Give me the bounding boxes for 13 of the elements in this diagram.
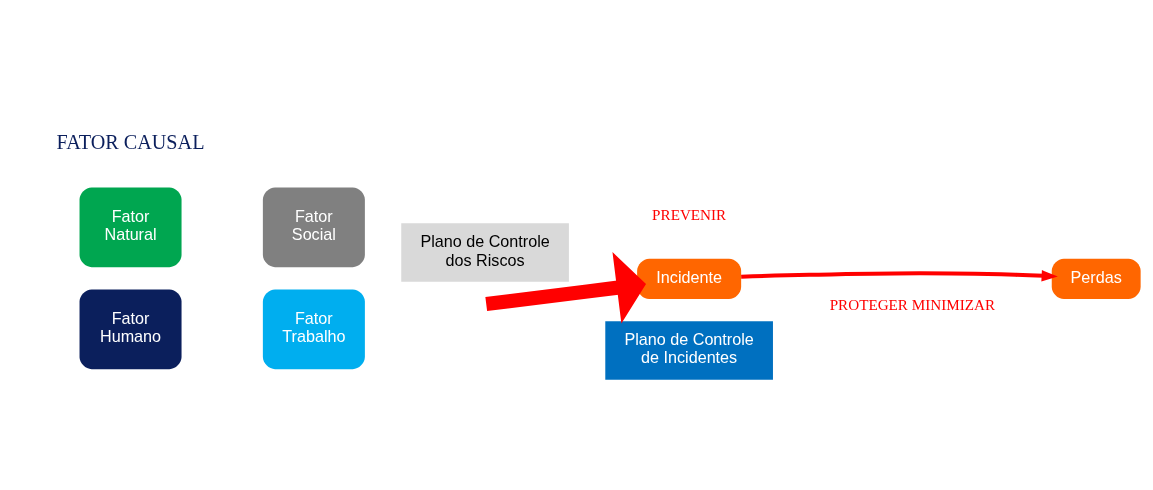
node-box: Fator Social <box>262 187 365 268</box>
arrow <box>485 252 646 324</box>
label: PREVENIR <box>652 205 727 223</box>
node-box: Fator Natural <box>79 187 182 268</box>
node-box: Incidente <box>637 258 742 300</box>
node-box: Fator Humano <box>79 289 182 370</box>
arrow <box>741 270 1058 282</box>
node-box: Plano de Controle dos Riscos <box>401 223 569 282</box>
node-box: Perdas <box>1051 258 1141 300</box>
node-box: Fator Trabalho <box>262 289 365 370</box>
label: FATOR CAUSAL <box>56 130 205 153</box>
node-box: Plano de Controle de Incidentes <box>605 321 773 380</box>
label: PROTEGER MINIMIZAR <box>829 295 996 313</box>
